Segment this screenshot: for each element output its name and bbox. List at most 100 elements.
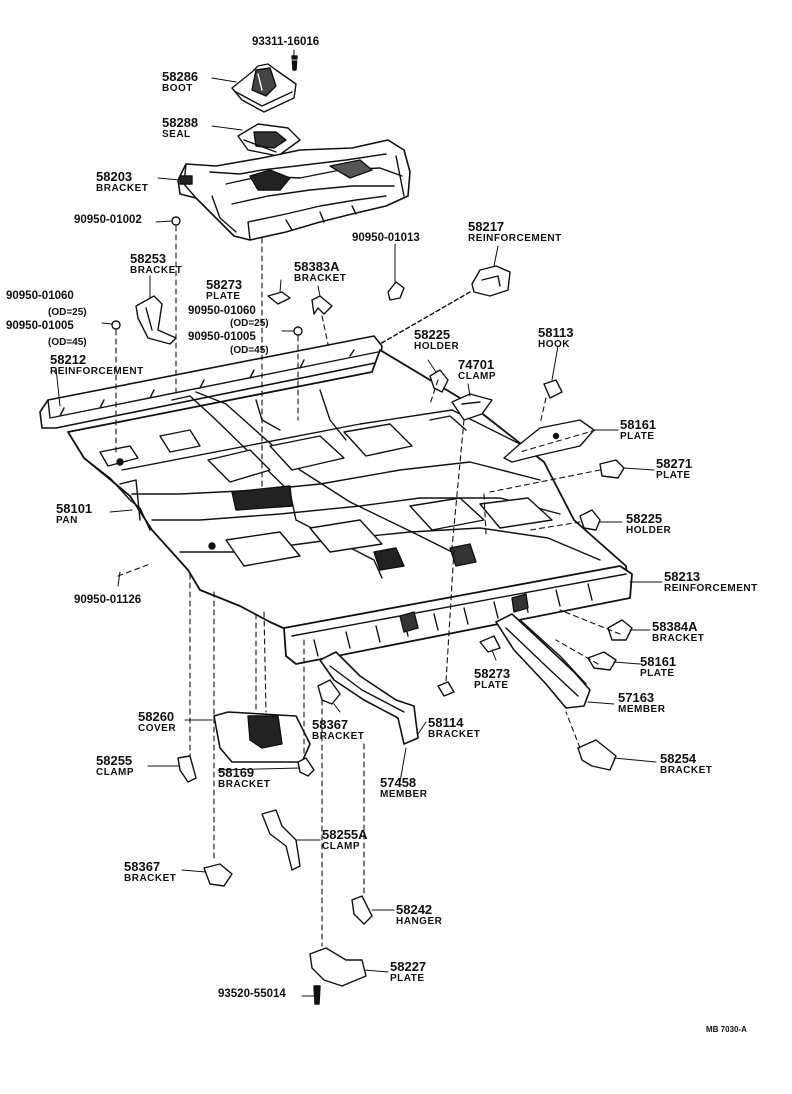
callout-58255: 58255 CLAMP	[96, 754, 134, 778]
bracket-58383a-shape	[311, 295, 333, 315]
plate-58161-lower-shape	[587, 651, 617, 671]
part-name: BRACKET	[652, 633, 705, 644]
cover-58260-shape	[213, 711, 311, 763]
part-number: 58225	[626, 511, 663, 526]
callout-58253: 58253 BRACKET	[130, 252, 182, 276]
callout-58271: 58271 PLATE	[656, 457, 692, 481]
part-name: HOOK	[538, 339, 570, 350]
part-number-90950-01005-right: 90950-01005	[188, 331, 256, 343]
grommet-90950-01005-right	[293, 326, 303, 336]
part-name: BRACKET	[218, 779, 271, 790]
leader-lines	[55, 49, 663, 997]
grommet-90950-01005-left	[111, 320, 121, 330]
part-number: 58367	[312, 717, 349, 732]
part-name: COVER	[138, 723, 177, 734]
part-number: 58217	[468, 219, 505, 234]
callout-58203: 58203 BRACKET	[96, 170, 148, 194]
member-57163-shape	[495, 613, 591, 709]
bolt-93311-shape	[290, 55, 299, 71]
part-number: 57458	[380, 775, 417, 790]
callout-58273-lower: 58273 PLATE	[474, 667, 510, 691]
part-number: 57163	[618, 690, 655, 705]
part-number: 58113	[538, 325, 574, 340]
callout-58288: 58288 SEAL	[162, 116, 198, 140]
callout-58212: 58212 REINFORCEMENT	[50, 353, 144, 377]
plate-58161-upper-shape	[503, 419, 595, 463]
part-name: PAN	[56, 515, 78, 526]
callout-74701: 74701 CLAMP	[458, 358, 496, 382]
callout-57458: 57458 MEMBER	[380, 776, 427, 800]
part-name: CLAMP	[322, 841, 361, 852]
part-name: BRACKET	[428, 729, 481, 740]
part-name: PLATE	[474, 680, 509, 691]
clamp-58255a-shape	[261, 809, 301, 871]
callout-58225-lower: 58225 HOLDER	[626, 512, 671, 536]
boot-58286-shape	[231, 63, 297, 113]
part-number: 58227	[390, 959, 427, 974]
seal-58288-shape	[237, 123, 301, 157]
part-number: 58253	[130, 251, 167, 266]
part-number-90950-01126: 90950-01126	[74, 594, 142, 606]
part-name: MEMBER	[380, 789, 428, 800]
callout-58260: 58260 COVER	[138, 710, 176, 734]
holder-58225-lower-shape	[579, 509, 601, 531]
part-name: REINFORCEMENT	[468, 233, 562, 244]
callout-58242: 58242 HANGER	[396, 903, 442, 927]
part-number: 58260	[138, 709, 175, 724]
callout-58286: 58286 BOOT	[162, 70, 198, 94]
callout-58383a: 58383A BRACKET	[294, 260, 346, 284]
part-number: 58161	[620, 417, 657, 432]
callout-58254: 58254 BRACKET	[660, 752, 712, 776]
part-number: 58383A	[294, 259, 340, 274]
callout-58273-upper: 58273 PLATE	[206, 278, 242, 302]
callout-57163: 57163 MEMBER	[618, 691, 665, 715]
od-note-25-left: (OD=25)	[48, 307, 87, 318]
screw-93520-shape	[313, 985, 321, 1005]
part-number: 58169	[218, 765, 255, 780]
part-number: 58225	[414, 327, 451, 342]
plate-58273-upper-shape	[267, 291, 291, 305]
part-number: 58273	[206, 277, 243, 292]
callout-58161-upper: 58161 PLATE	[620, 418, 656, 442]
part-number: 58255	[96, 753, 133, 768]
part-name: CLAMP	[96, 767, 135, 778]
part-number: 58213	[664, 569, 701, 584]
bracket-58253-shape	[135, 295, 177, 345]
holder-58225-upper-shape	[429, 369, 449, 393]
clamp-74701-shape	[451, 393, 493, 421]
part-number: 74701	[458, 357, 495, 372]
part-name: REINFORCEMENT	[664, 583, 758, 594]
callout-58101: 58101 PAN	[56, 502, 92, 526]
callout-58114: 58114 BRACKET	[428, 716, 480, 740]
part-number: 58212	[50, 352, 87, 367]
alignment-dash-lines	[115, 225, 621, 947]
part-number: 58286	[162, 69, 199, 84]
part-name: BOOT	[162, 83, 193, 94]
part-number: 58271	[656, 456, 693, 471]
part-number-93520-55014: 93520-55014	[218, 988, 286, 1000]
part-name: PLATE	[640, 668, 675, 679]
part-name: HOLDER	[626, 525, 672, 536]
grommet-90950-01002	[171, 216, 181, 226]
part-number: 58384A	[652, 619, 698, 634]
grommet-90950-01013	[387, 281, 405, 301]
bracket-58203-shape	[177, 139, 411, 241]
hanger-58242-shape	[351, 895, 373, 925]
part-name: HOLDER	[414, 341, 460, 352]
part-name: BRACKET	[130, 265, 183, 276]
part-name: PLATE	[620, 431, 655, 442]
part-name: SEAL	[162, 129, 191, 140]
part-name: BRACKET	[312, 731, 365, 742]
part-name: PLATE	[206, 291, 241, 302]
callout-58217: 58217 REINFORCEMENT	[468, 220, 562, 244]
part-name: BRACKET	[96, 183, 149, 194]
part-number: 58288	[162, 115, 199, 130]
part-number: 58273	[474, 666, 511, 681]
part-name: REINFORCEMENT	[50, 366, 144, 377]
callout-58255a: 58255A CLAMP	[322, 828, 368, 852]
figure-id: MB 7030-A	[706, 1025, 747, 1034]
part-number-90950-01013: 90950-01013	[352, 232, 420, 244]
callout-58367-lower: 58367 BRACKET	[124, 860, 176, 884]
